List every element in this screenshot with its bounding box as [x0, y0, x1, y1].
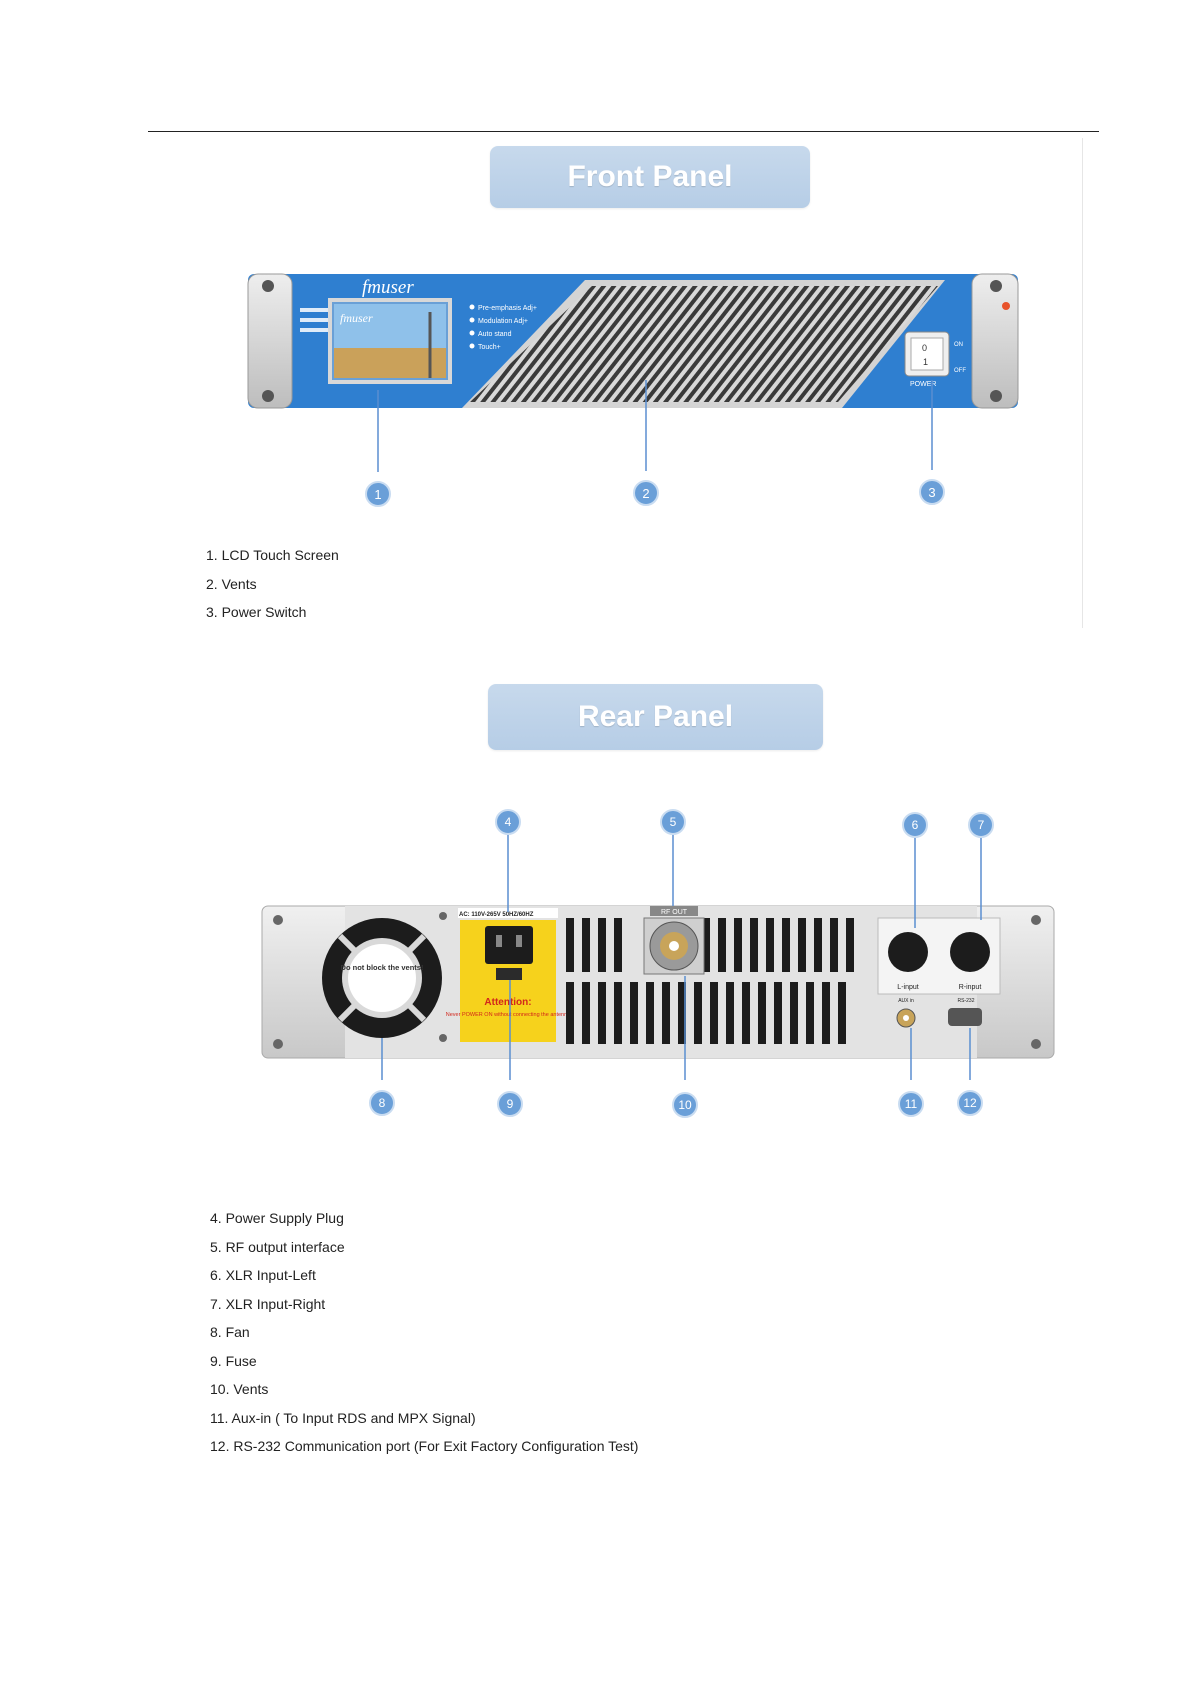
- callout-3: 3: [919, 479, 945, 505]
- svg-text:9: 9: [507, 1097, 514, 1111]
- svg-text:1: 1: [374, 487, 381, 502]
- legend-item-6: 6. XLR Input-Left: [210, 1267, 316, 1283]
- svg-text:10: 10: [678, 1098, 692, 1112]
- callout-6: 6: [902, 812, 928, 838]
- rfout-label: RF OUT: [661, 909, 688, 916]
- rear-panel-title: Rear Panel: [577, 700, 734, 733]
- legend-item-5: 5. RF output interface: [210, 1238, 345, 1255]
- rear-vents: [566, 918, 854, 1044]
- legend-item-8: 8. Fan: [210, 1324, 250, 1340]
- switch-caption: POWER: [910, 381, 936, 388]
- callout-9: 9: [497, 1091, 523, 1117]
- attention-title: Attention:: [484, 997, 531, 1008]
- legend-item-9: 9. Fuse: [210, 1352, 257, 1369]
- callout-11: 11: [898, 1091, 924, 1117]
- aux-label: AUX in: [898, 998, 914, 1004]
- callout-10: 10: [672, 1092, 698, 1118]
- callout-8: 8: [369, 1090, 395, 1116]
- callout-4: 4: [495, 809, 521, 835]
- legend-item-1: 1. LCD Touch Screen: [206, 547, 339, 563]
- fan-label: Do not block the vents!: [341, 963, 424, 972]
- legend-item-11: 11. Aux-in ( To Input RDS and MPX Signal…: [210, 1409, 476, 1426]
- legend-item-12: 12. RS-232 Communication port (For Exit …: [210, 1438, 639, 1454]
- switch-on-label: ON: [954, 342, 963, 348]
- callout-1: 1: [365, 481, 391, 507]
- legend-item-4: 4. Power Supply Plug: [210, 1210, 344, 1226]
- xlr-right: [950, 932, 990, 972]
- svg-text:11: 11: [905, 1097, 918, 1111]
- l-input-label: L-input: [897, 984, 918, 991]
- rear-legend: 4. Power Supply Plug 5. RF output interf…: [210, 1208, 638, 1465]
- page-rule: [148, 131, 1099, 132]
- svg-text:8: 8: [379, 1096, 386, 1110]
- attention-text: Never POWER ON without connecting the an…: [446, 1012, 571, 1018]
- power-plug: [485, 926, 533, 964]
- fan: Do not block the vents!: [322, 918, 442, 1038]
- screen-bullet-2: Modulation Adj+: [478, 318, 528, 325]
- front-panel-banner: Front Panel: [490, 146, 810, 208]
- svg-text:5: 5: [670, 815, 677, 829]
- front-legend: 1. LCD Touch Screen 2. Vents 3. Power Sw…: [206, 545, 339, 631]
- switch-off-label: OFF: [954, 368, 966, 374]
- screen-bullet-1: Pre-emphasis Adj+: [478, 305, 537, 312]
- power-label-box: [458, 908, 558, 918]
- rfout-label-box: [650, 906, 698, 916]
- svg-text:2: 2: [642, 486, 649, 501]
- callout-2: 2: [633, 480, 659, 506]
- legend-item-2: 2. Vents: [206, 575, 257, 592]
- rear-panel-diagram: Do not block the vents! AC: 110V-265V 50…: [261, 809, 1055, 1118]
- screen-brand: fmuser: [340, 311, 373, 325]
- svg-text:7: 7: [978, 818, 985, 832]
- fuse: [496, 968, 522, 980]
- rear-panel-banner: Rear Panel: [488, 684, 823, 750]
- front-brand: fmuser: [362, 277, 414, 298]
- callout-12: 12: [957, 1090, 983, 1116]
- right-handle: [971, 273, 1019, 409]
- svg-text:3: 3: [928, 485, 935, 500]
- r-input-label: R-input: [959, 984, 982, 991]
- rs232-port: [948, 1008, 982, 1026]
- callout-7: 7: [968, 812, 994, 838]
- rf-output-connector: [643, 917, 705, 975]
- side-rule: [1082, 138, 1083, 628]
- screen-bullet-3: Auto stand: [478, 331, 512, 338]
- screen-bullet-4: Touch+: [478, 344, 501, 351]
- legend-item-10: 10. Vents: [210, 1381, 269, 1397]
- callout-5: 5: [660, 809, 686, 835]
- svg-text:12: 12: [963, 1096, 977, 1110]
- legend-item-7: 7. XLR Input-Right: [210, 1295, 326, 1312]
- switch-on-mark: 0: [922, 343, 927, 353]
- rs232-label: RS-232: [958, 998, 975, 1004]
- switch-off-mark: 1: [923, 357, 928, 367]
- legend-item-3: 3. Power Switch: [206, 604, 307, 620]
- xlr-left: [888, 932, 928, 972]
- svg-text:6: 6: [912, 818, 919, 832]
- front-panel-diagram: fmuser fmuser Pre-emphasis Adj+ Modulati…: [247, 273, 1019, 507]
- ac-label: AC: 110V-265V 50HZ/60HZ: [459, 912, 534, 918]
- svg-text:4: 4: [505, 815, 512, 829]
- left-handle: [247, 273, 293, 409]
- front-panel-title: Front Panel: [567, 160, 733, 193]
